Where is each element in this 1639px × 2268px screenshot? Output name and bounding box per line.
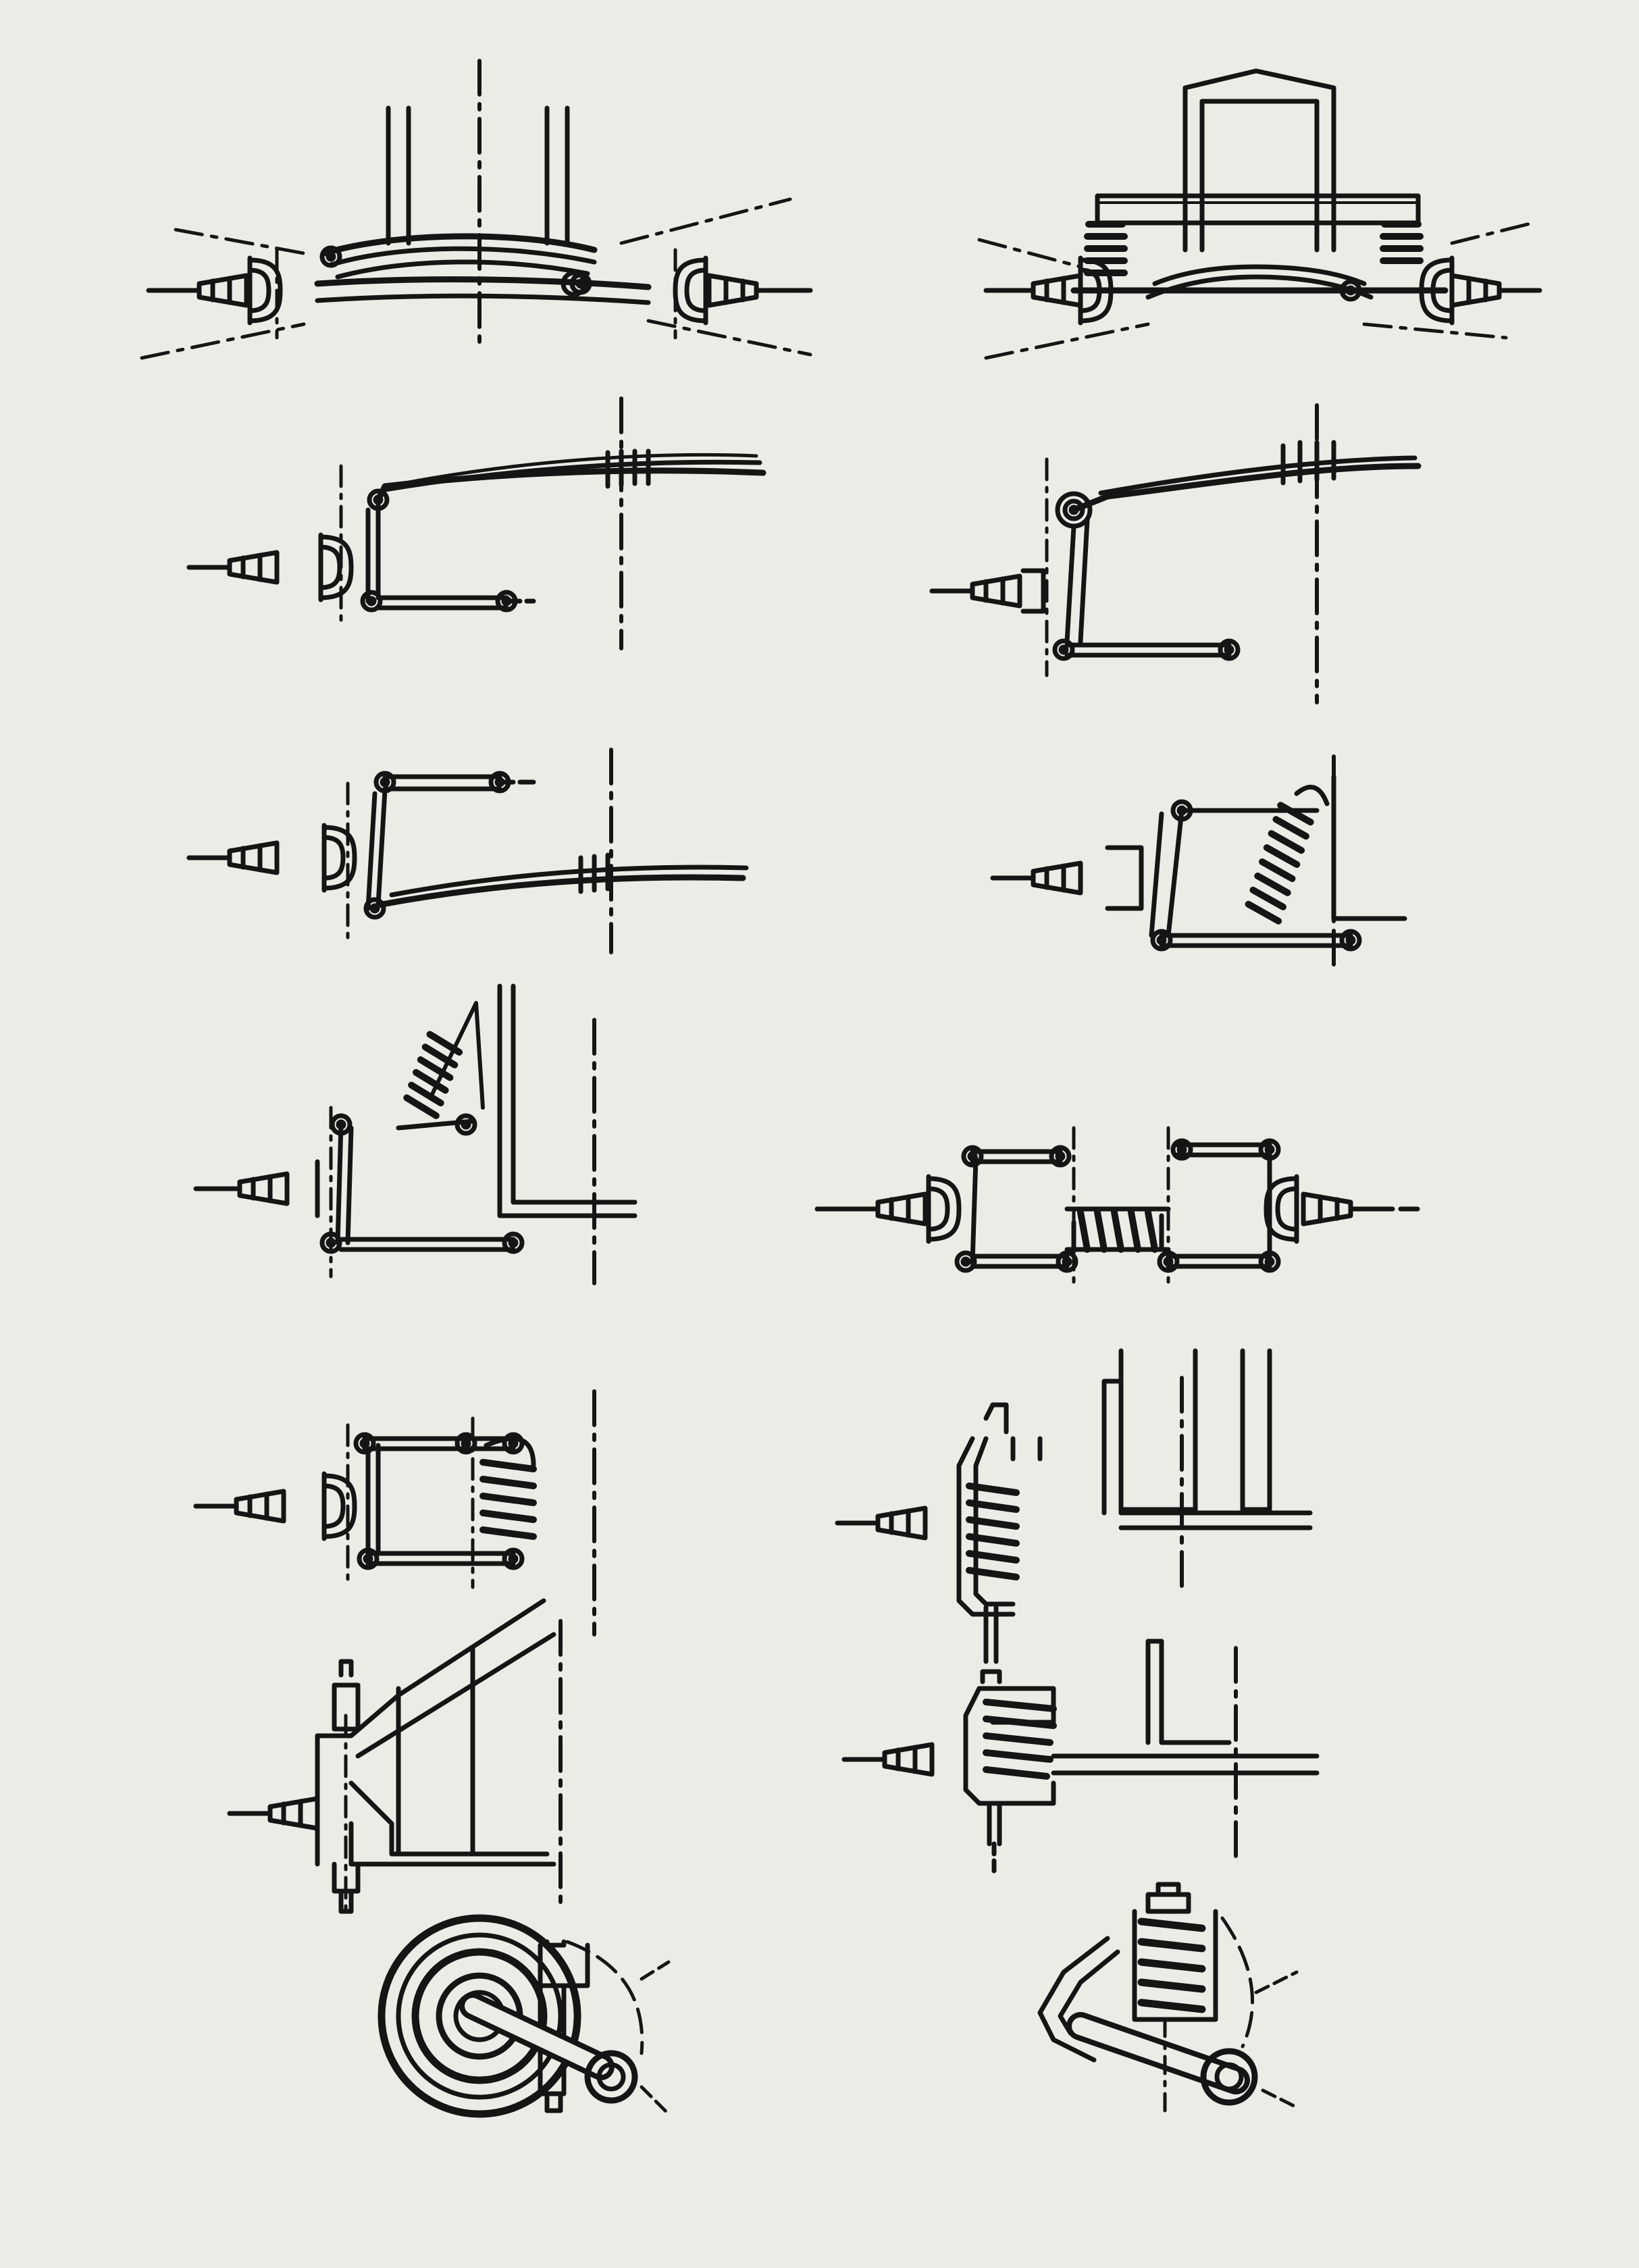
panel-leaf-spring-lower-arm: [186, 748, 749, 954]
panel-double-wishbone-inclined-coil-upper: [193, 983, 638, 1285]
panel-sliding-pillar-frame: [227, 1598, 563, 1920]
panel-double-wishbone-transverse-coil: [814, 1126, 1428, 1292]
panel-unequal-arms-leaf-spring-upper-a: [186, 396, 766, 650]
panel-unequal-arms-leaf-spring-upper-b: [929, 403, 1422, 704]
panel-rigid-axle-leaf-spring: [140, 59, 813, 360]
panel-double-wishbone-inclined-coil-lower: [993, 754, 1407, 975]
panel-rigid-axle-coil-springs: [977, 68, 1540, 360]
panel-sliding-pillar-coil-lower: [844, 1639, 1320, 1880]
panel-trailing-arm-coil: [1037, 1882, 1299, 2116]
panel-double-wishbone-outboard-coil: [193, 1389, 596, 1636]
panel-sliding-pillar-coil-upper: [837, 1348, 1313, 1664]
panel-trailing-arm-wheel: [378, 1914, 671, 2118]
